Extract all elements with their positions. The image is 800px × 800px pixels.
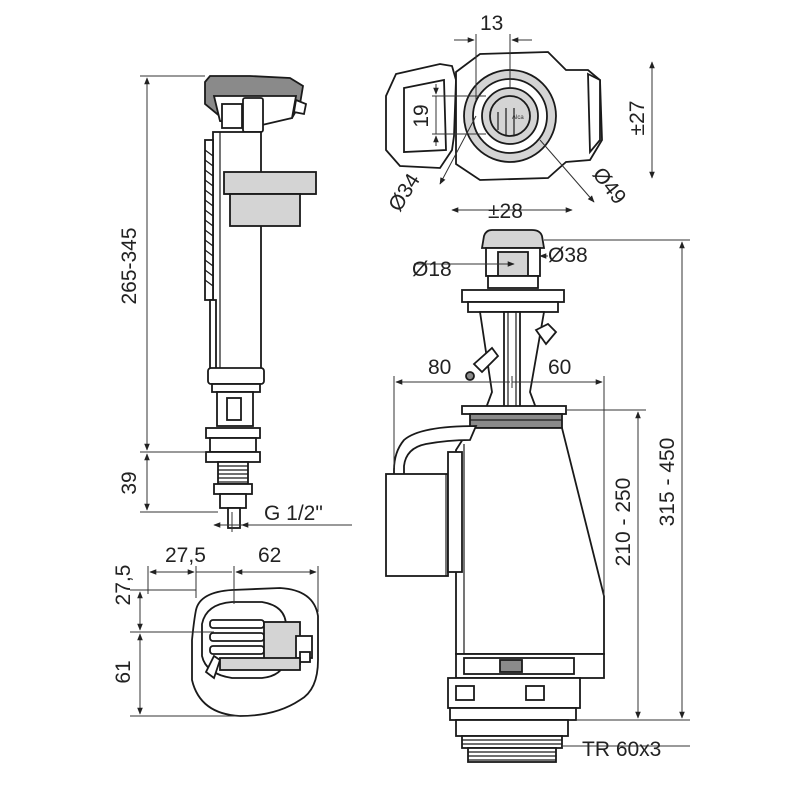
fill-valve <box>204 75 317 529</box>
flush-height-total-label: 315 - 450 <box>656 438 679 527</box>
flush-height-inner-label: 210 - 250 <box>612 478 635 567</box>
button-depth-label: 19 <box>410 104 433 127</box>
overflow-left-label: 80 <box>428 356 451 379</box>
button-outer-diameter-label: Ø49 <box>588 163 631 208</box>
brand-mark: Alca <box>512 115 524 121</box>
button-shift-label: ±27 <box>626 101 649 136</box>
overflow-right-label: 60 <box>548 356 571 379</box>
fill-valve-height-label: 265-345 <box>118 227 141 304</box>
flush-valve-dimensions: Ø18 Ø38 315 - 450 210 - 250 80 60 TR 60x… <box>393 239 690 761</box>
float-dimensions: 27,5 61 27,5 62 <box>112 544 319 717</box>
float-depth-label: 61 <box>112 660 135 683</box>
flush-valve <box>385 229 605 763</box>
button-offset-label: 13 <box>480 12 503 35</box>
button-inner-diameter-label: Ø34 <box>384 169 425 215</box>
float-side-offset-label: 27,5 <box>112 565 135 606</box>
float-width-label: 62 <box>258 544 281 567</box>
float-offset-label: 27,5 <box>165 544 206 567</box>
flush-button-inner-label: Ø18 <box>412 258 452 281</box>
flush-button-outer-label: Ø38 <box>548 244 588 267</box>
fill-valve-thread-label: G 1/2" <box>264 502 323 525</box>
flush-thread-label: TR 60x3 <box>582 738 661 761</box>
float-top-view <box>191 587 319 717</box>
fill-valve-dimensions: 265-345 39 G 1/2" <box>118 75 352 532</box>
fill-valve-thread-length-label: 39 <box>118 471 141 494</box>
button-lateral-label: ±28 <box>488 200 523 223</box>
